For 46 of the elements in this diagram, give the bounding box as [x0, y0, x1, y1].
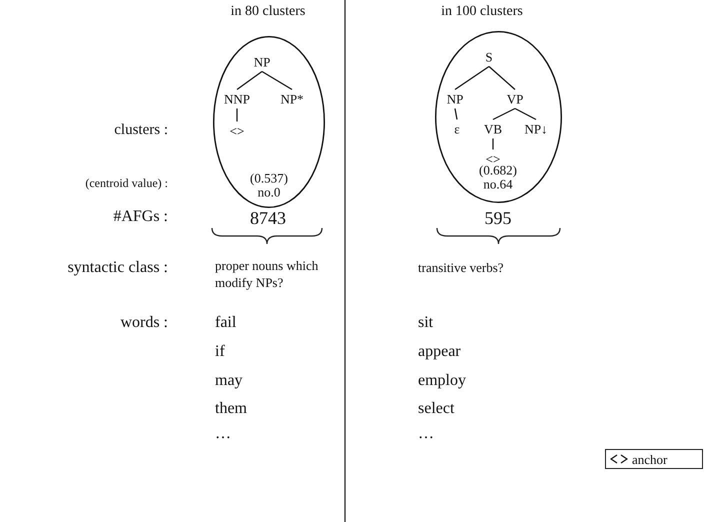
- tree-branch-line: [454, 108, 458, 120]
- tree-node-label: VB: [484, 122, 502, 136]
- tree-branch-line: [262, 70, 292, 90]
- tree-node-label: S: [485, 50, 493, 64]
- tree-node-label: VP: [506, 92, 524, 106]
- legend-label: anchor: [632, 452, 668, 466]
- word-item: may: [215, 373, 243, 389]
- tree-branch-line: [236, 71, 262, 90]
- ellipsis-mark: …: [418, 426, 434, 442]
- tree-node-label: NP*: [280, 92, 304, 106]
- tree-node-label: ε: [454, 122, 460, 136]
- word-item: sit: [418, 315, 434, 331]
- centroid-value: (0.537): [250, 172, 288, 184]
- class-description: proper nouns which modify NPs?: [215, 258, 320, 292]
- tree-branch-line: [514, 108, 536, 120]
- word-item: select: [418, 401, 454, 417]
- count-value: 8743: [250, 209, 286, 227]
- tree-node-label: NP↓: [524, 122, 548, 136]
- tree-node-label: <>: [230, 124, 244, 138]
- row-heading: clusters :: [114, 123, 168, 138]
- cluster-number: no.64: [483, 178, 513, 190]
- tree-branch-line: [492, 138, 494, 150]
- tree-branch-line: [488, 66, 516, 90]
- row-heading: syntactic class :: [68, 260, 168, 276]
- tree-branch-line: [236, 108, 238, 122]
- tree-node-label: NP: [254, 56, 270, 68]
- row-heading: (centroid value) :: [85, 177, 168, 189]
- tree-node-label: NP: [446, 92, 464, 106]
- word-item: appear: [418, 344, 461, 360]
- count-value: 595: [484, 209, 512, 227]
- class-description: transitive verbs?: [418, 261, 504, 274]
- word-item: fail: [215, 315, 236, 331]
- word-item: employ: [418, 373, 466, 389]
- word-item: if: [215, 344, 225, 360]
- row-heading: words :: [120, 315, 168, 331]
- row-heading: #AFGs :: [113, 209, 168, 225]
- column-heading: in 100 clusters: [441, 5, 523, 19]
- centroid-value: (0.682): [479, 164, 517, 176]
- ellipsis-mark: …: [215, 426, 231, 442]
- tree-node-label: <>: [486, 152, 500, 166]
- word-item: them: [215, 401, 247, 417]
- column-heading: in 80 clusters: [230, 5, 306, 19]
- tree-branch-line: [492, 108, 516, 120]
- cluster-number: no.0: [258, 186, 280, 198]
- tree-node-label: NNP: [224, 92, 250, 106]
- tree-branch-line: [454, 66, 490, 90]
